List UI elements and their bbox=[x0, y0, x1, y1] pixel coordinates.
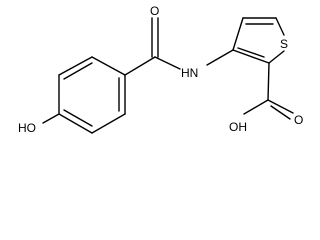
bond-n-c3 bbox=[206, 49, 234, 66]
bond-c-n bbox=[154, 56, 181, 70]
bond-cacid-o bbox=[267, 99, 294, 114]
bond-ring-6-inner bbox=[63, 62, 93, 80]
bond-ring-4-inner bbox=[63, 109, 93, 127]
bond-c2-c3-double bbox=[237, 47, 265, 58]
bond-ring-3 bbox=[91, 113, 126, 134]
atom-o-carbonyl-amide: O bbox=[150, 4, 159, 18]
bond-c2-cacid bbox=[267, 62, 270, 101]
bond-ring-6 bbox=[58, 56, 93, 76]
atom-o-carbonyl-acid: O bbox=[294, 113, 303, 127]
atom-ho-phenol: HO bbox=[18, 121, 36, 135]
atom-s-ring: S bbox=[280, 37, 288, 51]
bond-cacid-o-double bbox=[270, 105, 291, 120]
bond-ring-1 bbox=[91, 56, 126, 76]
atom-oh-acid: OH bbox=[229, 120, 247, 134]
bond-ring-4 bbox=[58, 113, 93, 134]
structure-canvas: O HN S HO OH O bbox=[18, 4, 303, 135]
bond-cacid-oh bbox=[243, 99, 269, 115]
atom-nh: HN bbox=[181, 66, 198, 80]
bond-ring-to-carbonyl bbox=[124, 56, 156, 76]
bond-c2-c3 bbox=[232, 49, 270, 64]
molecule-drawing: O HN S HO OH O bbox=[18, 4, 303, 135]
bond-s-c2 bbox=[268, 50, 285, 64]
bond-c-o-phenol bbox=[42, 113, 60, 124]
bond-c5-s bbox=[275, 17, 285, 36]
bond-c3-c4 bbox=[232, 17, 244, 51]
